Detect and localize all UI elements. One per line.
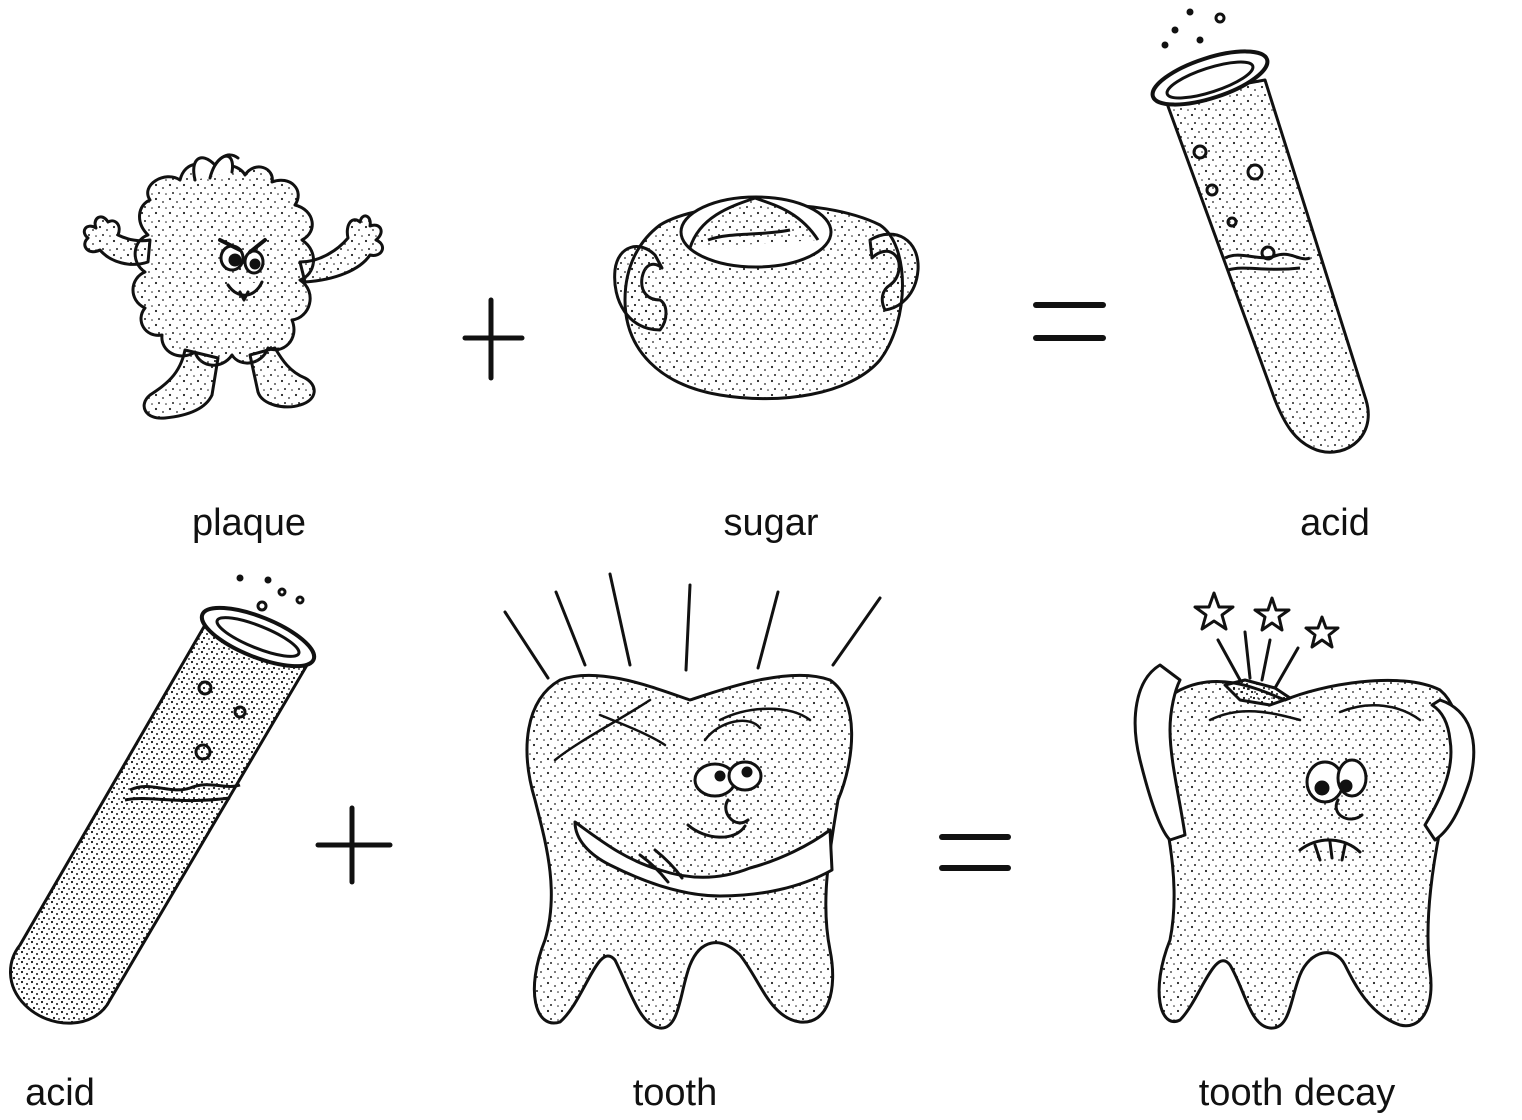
plus-sign-row1: [465, 300, 522, 378]
decayed-tooth-icon: [1135, 593, 1474, 1028]
label-tooth-decay: tooth decay: [1199, 1072, 1395, 1114]
label-tooth: tooth: [633, 1072, 718, 1114]
sugar-bowl-icon: [615, 197, 918, 399]
label-acid: acid: [25, 1072, 95, 1114]
equals-sign-row1: [1036, 305, 1103, 338]
acid-test-tube-icon: [10, 576, 321, 1023]
acid-test-tube-icon: [1147, 10, 1369, 452]
label-sugar: sugar: [723, 502, 818, 544]
equals-sign-row2: [942, 837, 1008, 868]
label-acid-result: acid: [1300, 502, 1370, 544]
happy-tooth-icon: [505, 574, 880, 1028]
plus-sign-row2: [318, 808, 390, 882]
label-plaque: plaque: [192, 502, 306, 544]
plaque-germ-icon: [84, 155, 382, 418]
